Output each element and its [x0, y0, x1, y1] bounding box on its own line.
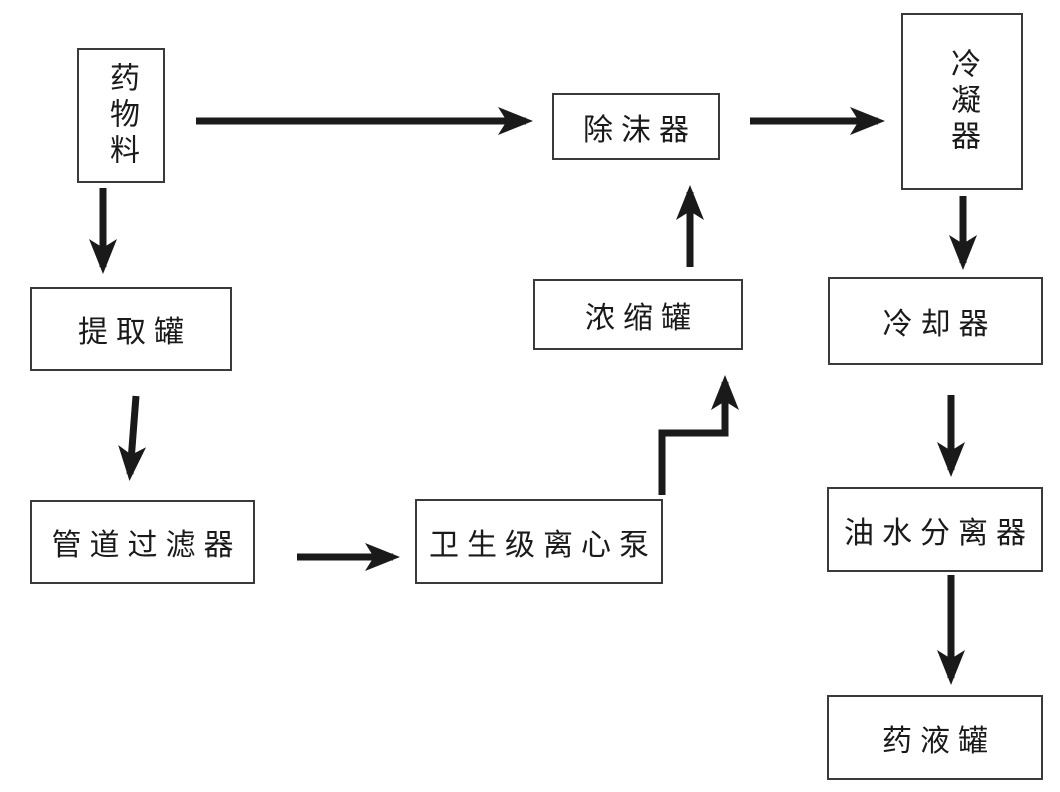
arrow-extraction-tank-to-filter: [118, 395, 147, 481]
node-pipeline-filter: 管道过滤器: [30, 500, 255, 584]
node-centrifugal-pump: 卫生级离心泵: [415, 499, 663, 584]
arrow-pump-to-concentrator-elbow: [658, 375, 739, 495]
node-oil-water-separator: 油水分离器: [827, 487, 1043, 572]
node-drug-material: 药物料: [77, 48, 165, 183]
node-concentrator: 浓缩罐: [533, 279, 743, 350]
node-extraction-tank: 提取罐: [30, 287, 232, 371]
node-cooler: 冷却器: [828, 277, 1043, 365]
node-demister: 除沫器: [552, 93, 720, 160]
node-condenser: 冷凝器: [901, 13, 1023, 190]
node-liquid-tank: 药液罐: [827, 695, 1043, 780]
